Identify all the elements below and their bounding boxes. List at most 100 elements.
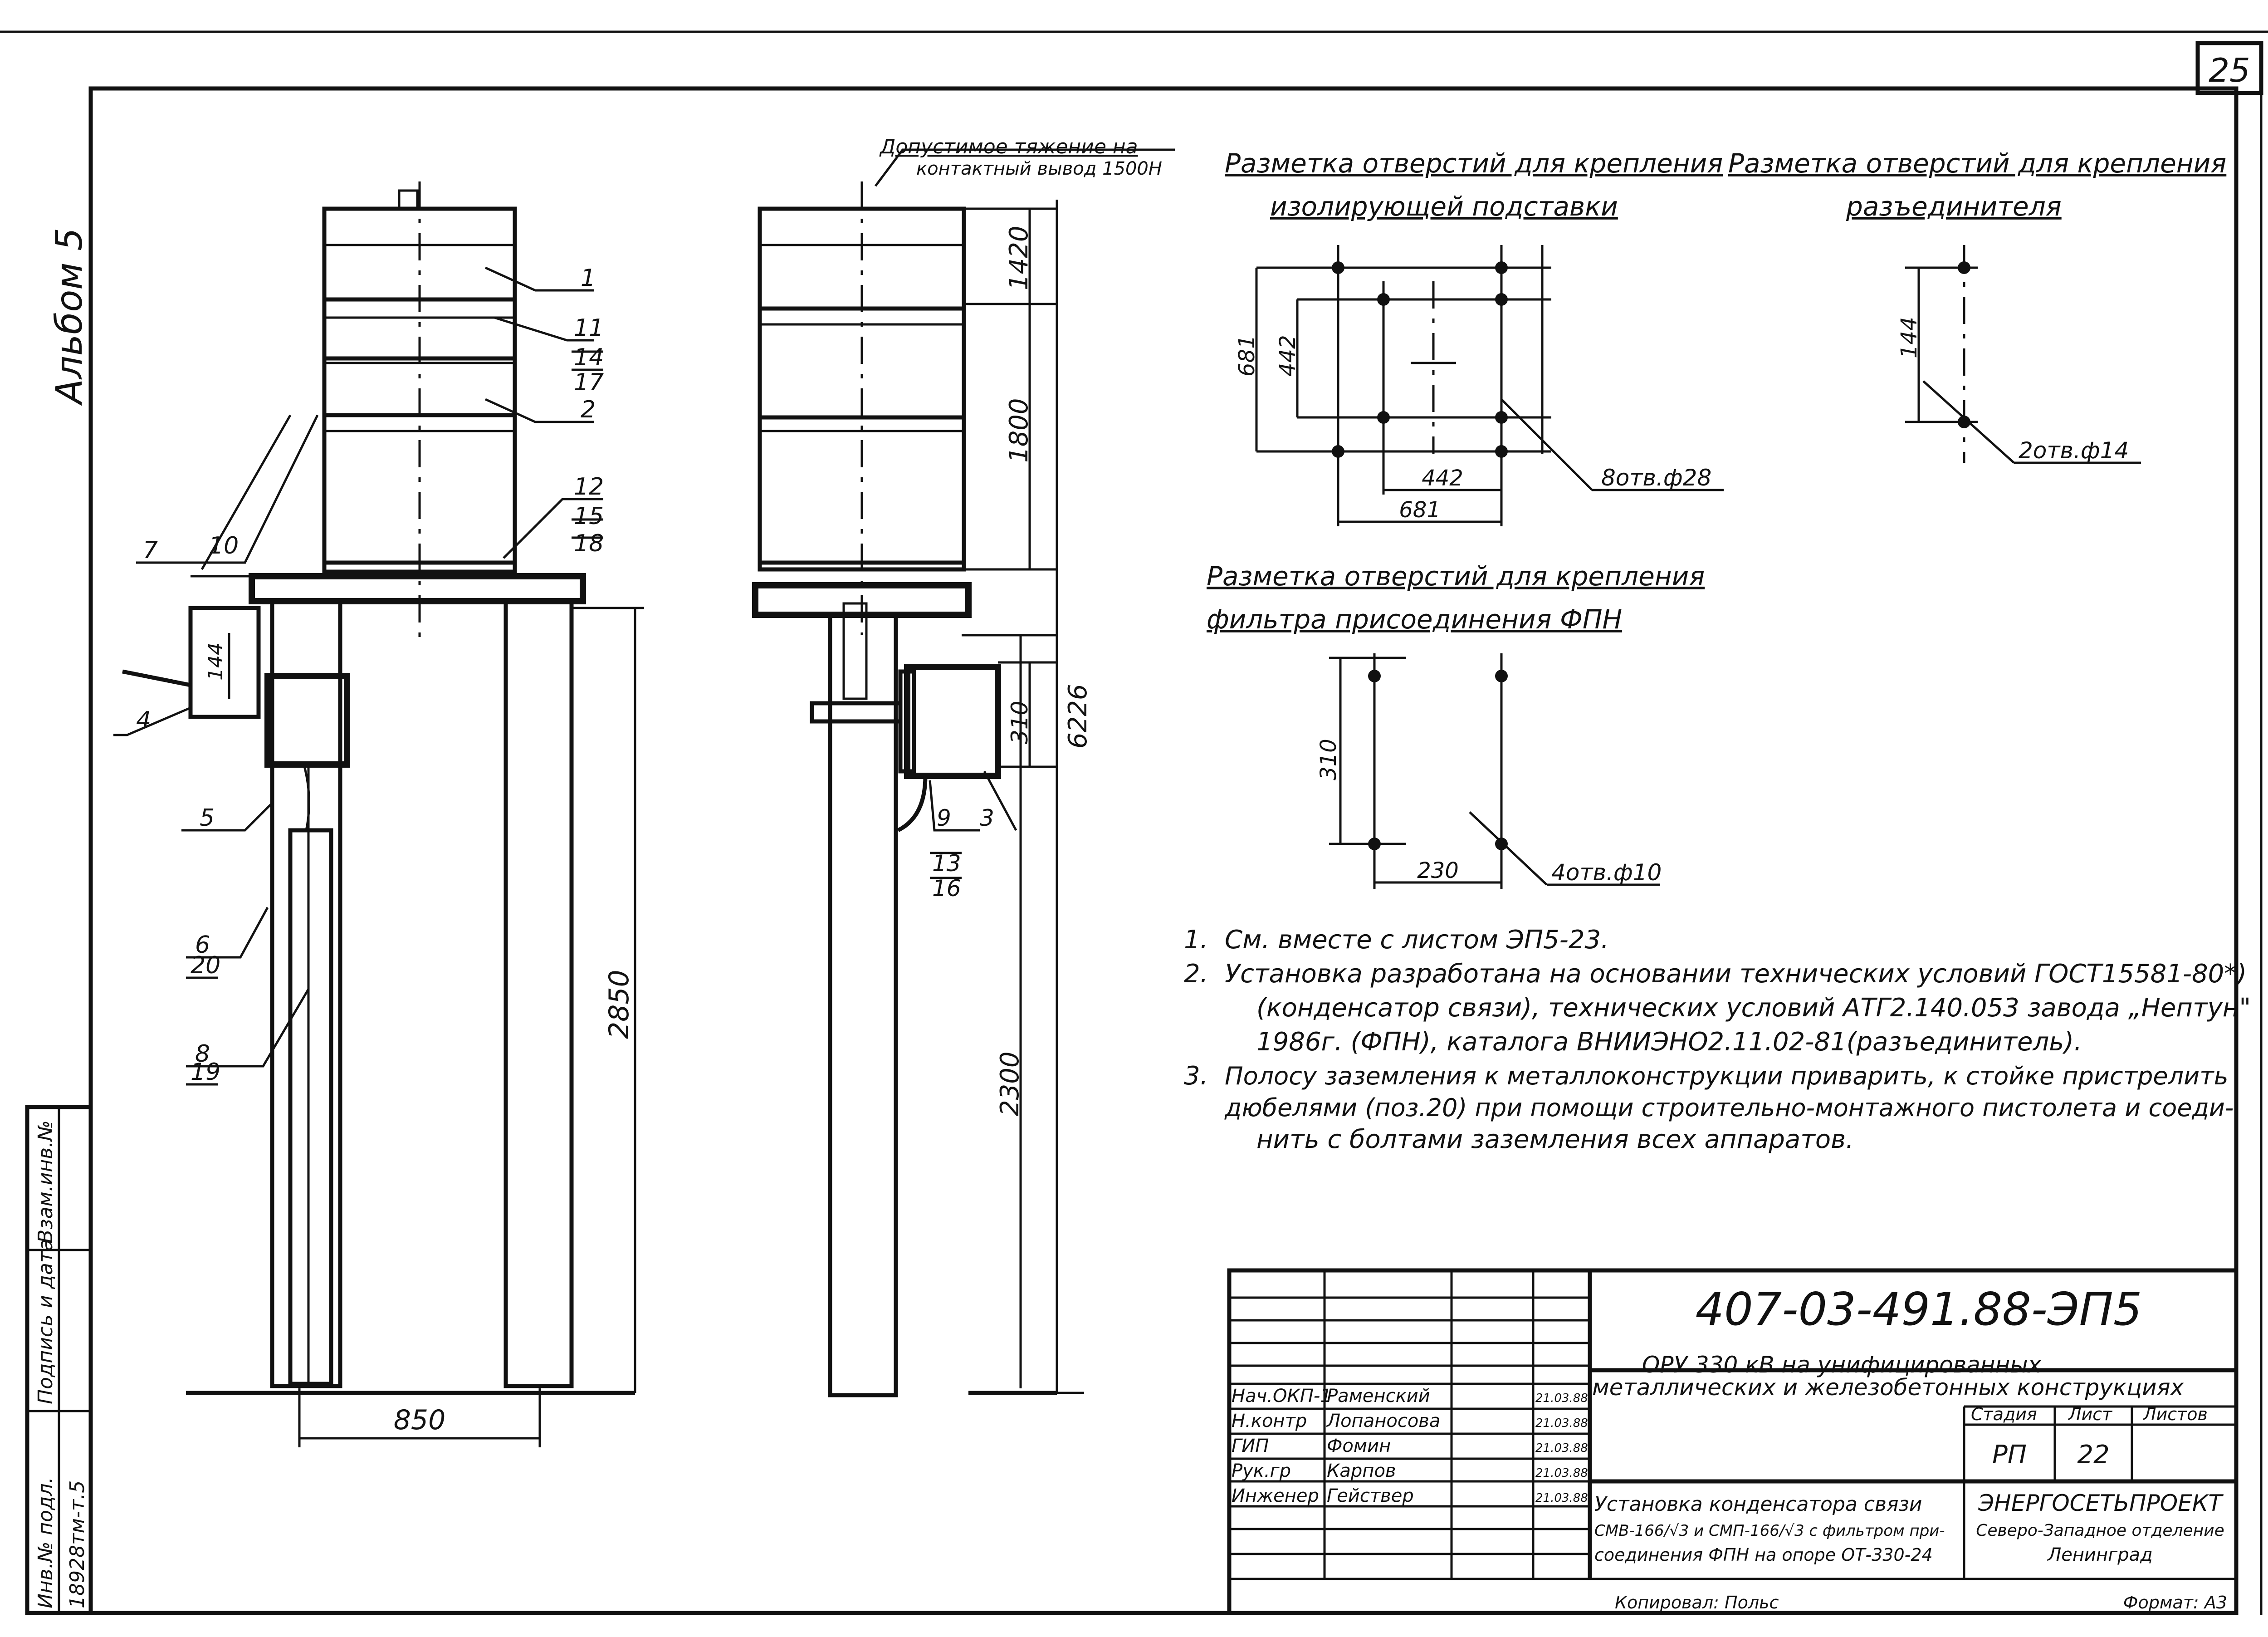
- signature-rows: Нач.ОКП-1 Раменский 21.03.88 Н.контр Лоп…: [1232, 1386, 1588, 1506]
- side-stamp-inv-value: 18928тм-т.5: [66, 1480, 89, 1608]
- note-top-line1: Допустимое тяжение на: [879, 135, 1138, 158]
- callout-13: 13: [932, 850, 961, 877]
- layout-filter-diagram: [1329, 653, 1660, 889]
- callout-3: 3: [980, 805, 994, 831]
- album-label: Альбом 5: [48, 228, 90, 406]
- dim-1800: 1800: [1004, 398, 1034, 463]
- note-1-num: 1.: [1184, 925, 1208, 955]
- layout-disconnector-holes: 2отв.ф14: [2019, 437, 2129, 464]
- date-3: 21.03.88: [1535, 1441, 1588, 1455]
- right-elevation: [752, 148, 1175, 1397]
- stage-label: Стадия: [1971, 1404, 2037, 1424]
- layout-insulating-dim-442-h: 442: [1422, 466, 1463, 491]
- callout-4: 4: [136, 707, 151, 734]
- callout-5: 5: [200, 804, 215, 832]
- date-2: 21.03.88: [1535, 1416, 1588, 1430]
- note-2-num: 2.: [1184, 959, 1208, 989]
- role-1: Нач.ОКП-1: [1232, 1386, 1332, 1407]
- note-2-line-2: (конденсатор связи), технических условий…: [1256, 993, 2251, 1023]
- name-1: Раменский: [1327, 1386, 1430, 1407]
- layout-disconnector-diagram: [1905, 245, 2141, 464]
- project-line-1: ОРУ 330 кВ на унифицированных: [1642, 1352, 2042, 1378]
- layout-insulating-holes: 8отв.ф28: [1601, 465, 1711, 491]
- note-top-line2: контактный вывод 1500Н: [916, 158, 1162, 179]
- callout-18: 18: [574, 530, 604, 557]
- note-3-num: 3.: [1184, 1061, 1208, 1091]
- layout-insulating-dim-442-v: 442: [1275, 335, 1300, 377]
- format: Формат: А3: [2123, 1593, 2227, 1612]
- layout-filter-dim-310: 310: [1316, 739, 1341, 780]
- callout-11: 11: [574, 314, 604, 342]
- dim-1420: 1420: [1004, 225, 1034, 290]
- layout-filter-dim-230: 230: [1417, 858, 1459, 883]
- side-stamp-signature-date: Подпись и дата: [34, 1239, 57, 1404]
- notes: 1. См. вместе с листом ЭП5-23. 2. Устано…: [1184, 925, 2251, 1154]
- title-block: [1227, 1268, 2239, 1615]
- callout-16: 16: [932, 875, 961, 902]
- callout-9: 9: [937, 805, 951, 831]
- callout-8: 8: [195, 1040, 210, 1068]
- name-5: Гействер: [1327, 1485, 1414, 1506]
- dim-6226: 6226: [1063, 684, 1093, 749]
- callout-17: 17: [574, 369, 604, 396]
- callout-14: 14: [574, 344, 604, 371]
- date-1: 21.03.88: [1535, 1392, 1588, 1405]
- note-1-line-1: См. вместе с листом ЭП5-23.: [1225, 925, 1609, 955]
- layout-filter-title-1: Разметка отверстий для крепления: [1207, 561, 1705, 592]
- name-4: Карпов: [1327, 1461, 1396, 1481]
- dim-2300: 2300: [995, 1051, 1025, 1116]
- note-3-line-3: нить с болтами заземления всех аппаратов…: [1256, 1125, 1854, 1154]
- date-5: 21.03.88: [1535, 1491, 1588, 1505]
- callout-15: 15: [574, 503, 604, 530]
- role-3: ГИП: [1232, 1436, 1269, 1456]
- layout-insulating-dim-681-v: 681: [1234, 335, 1260, 377]
- layout-insulating-title-1: Разметка отверстий для крепления: [1225, 148, 1723, 179]
- sheet-value: 22: [2077, 1440, 2109, 1470]
- layout-disconnector-title-2: разъединителя: [1846, 191, 2062, 222]
- sheet-title-3: соединения ФПН на опоре ОТ-330-24: [1594, 1545, 1933, 1565]
- date-4: 21.03.88: [1535, 1466, 1588, 1480]
- role-4: Рук.гр: [1232, 1461, 1291, 1481]
- role-5: Инженер: [1232, 1485, 1319, 1506]
- page-number: 25: [2209, 51, 2250, 89]
- callout-7: 7: [143, 537, 158, 564]
- sheet-label: Лист: [2068, 1404, 2113, 1424]
- callout-1: 1: [581, 265, 596, 292]
- note-3-line-2: дюбелями (поз.20) при помощи строительно…: [1224, 1093, 2234, 1122]
- name-2: Лопаносова: [1326, 1411, 1440, 1431]
- sheet-frame: [0, 30, 2268, 1615]
- doc-code: 407-03-491.88-ЭП5: [1696, 1283, 2142, 1336]
- layout-disconnector-title-1: Разметка отверстий для крепления: [1728, 148, 2226, 179]
- layout-insulating-dim-681-h: 681: [1399, 497, 1441, 523]
- callout-20: 20: [191, 952, 220, 979]
- callout-2: 2: [581, 396, 596, 423]
- layout-insulating-title-2: изолирующей подставки: [1270, 191, 1618, 222]
- dim-2850: 2850: [603, 970, 635, 1039]
- side-stamp-replace-inv: Взам.инв.№: [34, 1120, 57, 1243]
- layout-disconnector-dim-144: 144: [1897, 317, 1922, 358]
- sheet-title-2: СМВ-166/√3 и СМП-166/√3 с фильтром при-: [1594, 1522, 1945, 1540]
- note-2-line-1: Установка разработана на основании техни…: [1225, 959, 2247, 989]
- org-line-2: Северо-Западное отделение: [1976, 1521, 2224, 1540]
- layout-filter-title-2: фильтра присоединения ФПН: [1207, 604, 1622, 635]
- role-2: Н.контр: [1232, 1411, 1307, 1431]
- callout-10: 10: [209, 532, 239, 559]
- dim-144-left: 144: [204, 642, 227, 681]
- side-stamp-inv-no: Инв.№ подл.: [34, 1477, 57, 1608]
- note-3-line-1: Полосу заземления к металлоконструкции п…: [1225, 1062, 2229, 1090]
- layout-insulating-diagram: [1255, 245, 1724, 526]
- note-2-line-3: 1986г. (ФПН), каталога ВНИИЭНО2.11.02-81…: [1256, 1027, 2082, 1057]
- layout-filter-holes: 4отв.ф10: [1551, 859, 1662, 886]
- org-line-1: ЭНЕРГОСЕТЬПРОЕКТ: [1978, 1490, 2224, 1516]
- dim-850: 850: [394, 1404, 446, 1436]
- stage-value: РП: [1992, 1440, 2027, 1470]
- sheets-label: Листов: [2142, 1404, 2208, 1424]
- project-line-2: металлических и железобетонных конструкц…: [1592, 1374, 2184, 1401]
- callout-6: 6: [195, 931, 210, 959]
- callout-19: 19: [191, 1059, 220, 1086]
- sheet-title-1: Установка конденсатора связи: [1594, 1493, 1922, 1516]
- callout-12: 12: [574, 473, 604, 500]
- copied-by: Копировал: Польс: [1615, 1593, 1779, 1612]
- dim-310-right: 310: [1007, 701, 1033, 744]
